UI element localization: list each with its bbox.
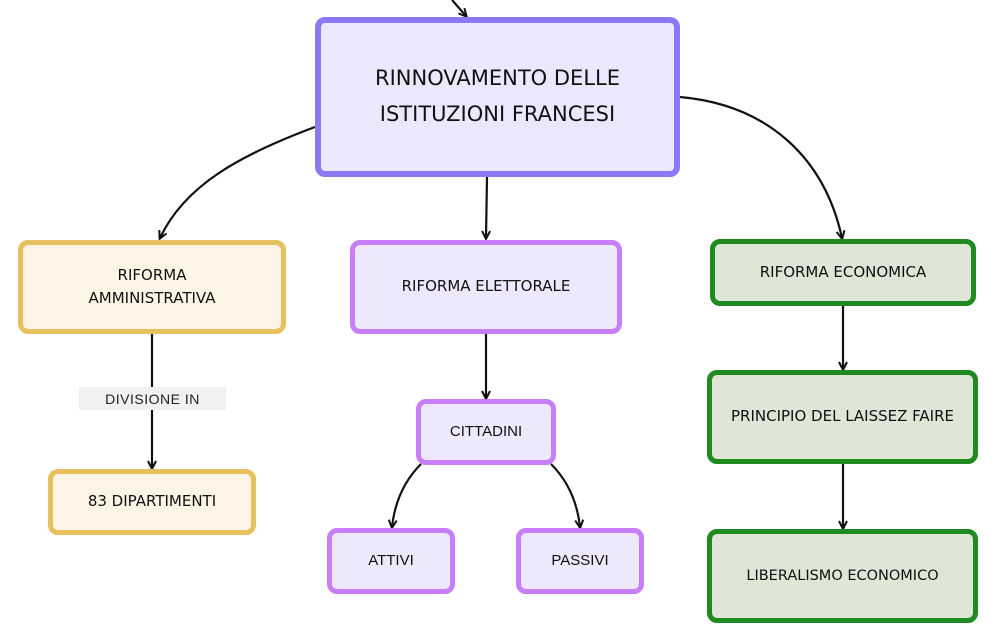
node-liberalismo-economico-label: LIBERALISMO ECONOMICO [746,567,939,584]
node-passivi-label: PASSIVI [551,552,609,570]
node-principio-laissez-faire[interactable]: PRINCIPIO DEL LAISSEZ FAIRE [707,370,978,464]
node-riforma-elettorale-label: RIFORMA ELETTORALE [401,277,571,296]
arrow-main-to-elettorale [486,176,487,238]
node-riforma-economica-label: RIFORMA ECONOMICA [759,262,927,281]
arrow-main-to-economica [679,95,842,238]
node-riforma-amministrativa-label: RIFORMA AMMINISTRATIVA [88,265,216,307]
arrow-main-to-amministrativa [160,125,316,238]
node-cittadini[interactable]: CITTADINI [416,399,556,465]
node-riforma-economica[interactable]: RIFORMA ECONOMICA [710,239,976,306]
node-rinnovamento-label: RINNOVAMENTO DELLE ISTITUZIONI FRANCESI [375,66,620,126]
node-riforma-elettorale[interactable]: RIFORMA ELETTORALE [350,240,622,334]
node-83-dipartimenti[interactable]: 83 DIPARTIMENTI [48,469,256,535]
arrow-cittadini-to-attivi [392,463,422,527]
node-liberalismo-economico[interactable]: LIBERALISMO ECONOMICO [707,529,978,623]
node-cittadini-label: CITTADINI [449,423,523,441]
node-riforma-amministrativa[interactable]: RIFORMA AMMINISTRATIVA [18,240,286,334]
node-principio-laissez-faire-label: PRINCIPIO DEL LAISSEZ FAIRE [731,407,954,426]
edge-label-divisione-in: DIVISIONE IN [79,387,226,410]
node-attivi-label: ATTIVI [368,552,414,570]
node-attivi[interactable]: ATTIVI [327,528,455,594]
node-83-dipartimenti-label: 83 DIPARTIMENTI [87,492,217,511]
node-rinnovamento-istituzioni[interactable]: RINNOVAMENTO DELLE ISTITUZIONI FRANCESI [315,17,680,177]
arrow-cittadini-to-passivi [550,463,580,527]
node-passivi[interactable]: PASSIVI [516,528,644,594]
arrow-incoming-main [451,0,466,16]
